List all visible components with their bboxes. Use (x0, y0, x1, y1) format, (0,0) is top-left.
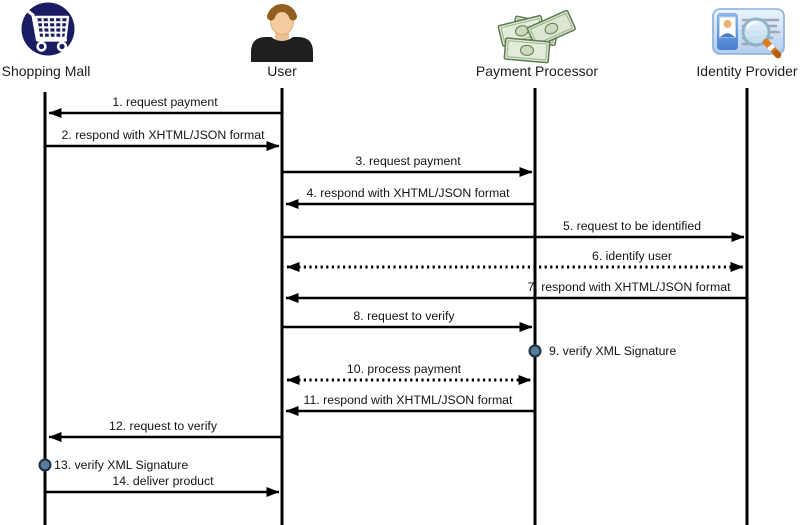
message-4-label: 4. respond with XHTML/JSON format (306, 186, 510, 200)
actor-label-shopping-mall: Shopping Mall (1, 63, 91, 79)
actor-label-payment-processor: Payment Processor (475, 63, 599, 79)
identity-search-icon (712, 8, 785, 59)
message-9-label: 9. verify XML Signature (549, 344, 677, 358)
message-13-label: 13. verify XML Signature (54, 458, 189, 472)
message-14-label: 14. deliver product (112, 474, 214, 488)
message-8-label: 8. request to verify (353, 309, 455, 323)
message-10-label: 10. process payment (346, 362, 462, 376)
message-11-label: 11. respond with XHTML/JSON format (303, 393, 513, 407)
money-bills-icon (497, 9, 577, 64)
message-5-label: 5. request to be identified (562, 219, 702, 233)
actor-label-user: User (267, 63, 297, 79)
message-1-label: 1. request payment (112, 95, 218, 109)
message-2-label: 2. respond with XHTML/JSON format (61, 128, 265, 142)
message-13-self-note-dot (38, 458, 52, 472)
message-9-self-note-dot (528, 344, 542, 358)
message-7-label: 7. respond with XHTML/JSON format (527, 280, 731, 294)
message-3-label: 3. request payment (355, 154, 461, 168)
message-6-label: 6. identify user (592, 249, 672, 263)
actor-label-identity-provider: Identity Provider (696, 63, 798, 79)
user-icon (251, 4, 313, 62)
message-12-label: 12. request to verify (109, 419, 217, 433)
shopping-cart-icon (21, 2, 75, 56)
